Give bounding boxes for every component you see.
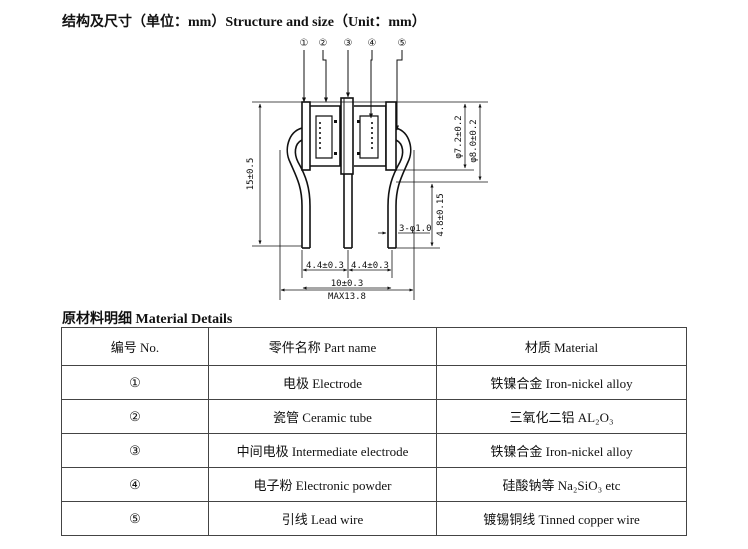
callout-5: ⑤ <box>398 38 407 49</box>
callout-leaders <box>302 50 403 131</box>
cell-no: ⑤ <box>61 501 209 536</box>
cell-part-name: 电极 Electrode <box>208 365 437 400</box>
cell-part-name: 瓷管 Ceramic tube <box>208 399 437 434</box>
callout-1: ① <box>300 38 309 49</box>
electronic-powder-dots <box>334 120 360 155</box>
material-table: 编号 No. 零件名称 Part name 材质 Material ① 电极 E… <box>61 327 687 536</box>
component-body <box>301 97 397 175</box>
dim-pitch-left: 4.4±0.3 <box>306 261 344 271</box>
callout-2: ② <box>319 38 328 49</box>
table-row: ① 电极 Electrode 铁镍合金 Iron-nickel alloy <box>61 365 687 400</box>
header-part-name: 零件名称 Part name <box>208 327 437 366</box>
dim-span: 10±0.3 <box>331 279 364 289</box>
callout-4: ④ <box>368 38 377 49</box>
header-material: 材质 Material <box>436 327 687 366</box>
material-heading: 原材料明细 Material Details <box>62 312 233 327</box>
cell-material: 镀锡铜线 Tinned copper wire <box>436 501 687 536</box>
table-row: ⑤ 引线 Lead wire 镀锡铜线 Tinned copper wire <box>61 501 687 536</box>
cell-part-name: 中间电极 Intermediate electrode <box>208 433 437 468</box>
dim-lead-diameter: 3-φ1.0 <box>399 224 432 234</box>
cell-part-name: 电子粉 Electronic powder <box>208 467 437 502</box>
header-no: 编号 No. <box>61 327 209 366</box>
table-row: ④ 电子粉 Electronic powder 硅酸钠等 Na₂SiO₃ etc <box>61 467 687 502</box>
table-row: ③ 中间电极 Intermediate electrode 铁镍合金 Iron-… <box>61 433 687 468</box>
dim-lead-length: 4.8±0.15 <box>436 193 446 236</box>
cell-no: ① <box>61 365 209 400</box>
dim-outer-diameter: φ8.0±0.2 <box>469 119 479 162</box>
table-header-row: 编号 No. 零件名称 Part name 材质 Material <box>61 327 687 366</box>
cell-material: 铁镍合金 Iron-nickel alloy <box>436 433 687 468</box>
cell-no: ④ <box>61 467 209 502</box>
dimension-lines <box>252 101 488 300</box>
structure-heading: 结构及尺寸（单位：mm）Structure and size（Unit：mm） <box>62 15 426 30</box>
callout-3: ③ <box>344 38 353 49</box>
cell-material: 硅酸钠等 Na₂SiO₃ etc <box>436 467 687 502</box>
lead-wires <box>286 127 412 249</box>
dim-inner-diameter: φ7.2±0.2 <box>454 115 464 158</box>
dim-max: MAX13.8 <box>328 292 366 302</box>
table-row: ② 瓷管 Ceramic tube 三氧化二铝 AL₂O₃ <box>61 399 687 434</box>
cell-material: 三氧化二铝 AL₂O₃ <box>436 399 687 434</box>
cell-no: ② <box>61 399 209 434</box>
dim-height: 15±0.5 <box>246 158 256 191</box>
cell-part-name: 引线 Lead wire <box>208 501 437 536</box>
cell-material: 铁镍合金 Iron-nickel alloy <box>436 365 687 400</box>
dim-pitch-right: 4.4±0.3 <box>351 261 389 271</box>
cell-no: ③ <box>61 433 209 468</box>
